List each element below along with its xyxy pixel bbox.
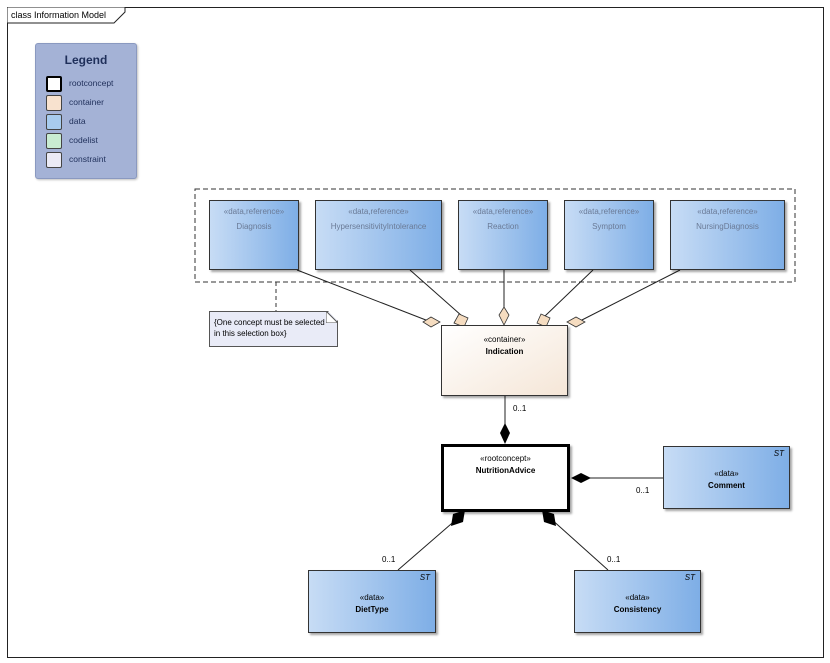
class-name: HypersensitivityIntolerance xyxy=(330,222,427,231)
class-name: Symptom xyxy=(592,222,626,231)
legend-label: constraint xyxy=(69,154,106,164)
class-nutritionadvice[interactable]: «rootconcept» NutritionAdvice xyxy=(441,444,570,512)
class-name: Diagnosis xyxy=(236,222,272,231)
multiplicity-label: 0..1 xyxy=(513,404,527,413)
class-stereotype: «data,reference» xyxy=(472,207,534,216)
class-nursingdiagnosis[interactable]: «data,reference» NursingDiagnosis xyxy=(670,200,785,270)
class-stereotype: «data,reference» xyxy=(697,207,758,216)
class-name: Reaction xyxy=(487,222,519,231)
class-stereotype: «data,reference» xyxy=(348,207,409,216)
legend-swatch xyxy=(46,152,62,168)
diagram-frame-tab xyxy=(7,7,126,24)
class-reaction[interactable]: «data,reference» Reaction xyxy=(458,200,548,270)
diagram-title: class Information Model xyxy=(11,10,107,20)
type-tag: ST xyxy=(773,449,784,458)
link-symptom xyxy=(544,269,594,317)
legend-swatch xyxy=(46,76,62,92)
type-tag: ST xyxy=(419,573,430,582)
legend: Legend rootconcept container data codeli… xyxy=(35,43,137,179)
legend-label: rootconcept xyxy=(69,78,114,88)
legend-label: codelist xyxy=(69,135,98,145)
link-diagnosis xyxy=(296,269,432,323)
aggregation-diamond xyxy=(498,306,510,326)
aggregation-diamond xyxy=(422,316,441,328)
class-stereotype: «data» xyxy=(359,593,385,602)
composition-diamond xyxy=(500,423,510,444)
class-comment[interactable]: ST «data» Comment xyxy=(663,446,790,509)
composition-diamond xyxy=(571,473,591,483)
class-name: NutritionAdvice xyxy=(475,466,536,475)
link-hypersensitivity xyxy=(409,269,463,317)
link-consistency xyxy=(549,517,609,571)
multiplicity-label: 0..1 xyxy=(382,555,396,564)
composition-diamond xyxy=(451,510,465,526)
composition-diamond xyxy=(542,510,556,526)
multiplicity-label: 0..1 xyxy=(636,486,650,495)
legend-label: container xyxy=(69,97,104,107)
class-name: Indication xyxy=(485,347,524,356)
multiplicity-label: 0..1 xyxy=(607,555,621,564)
note-line-1: {One concept must be selected xyxy=(214,318,325,327)
class-stereotype: «rootconcept» xyxy=(480,454,531,463)
diagram-frame xyxy=(7,7,824,658)
aggregation-diamond xyxy=(566,316,586,328)
note-text: {One concept must be selected in this se… xyxy=(214,317,338,339)
class-consistency[interactable]: ST «data» Consistency xyxy=(574,570,701,633)
class-diagnosis[interactable]: «data,reference» Diagnosis xyxy=(209,200,299,270)
class-symptom[interactable]: «data,reference» Symptom xyxy=(564,200,654,270)
type-tag: ST xyxy=(684,573,695,582)
class-indication[interactable]: «container» Indication xyxy=(441,325,568,396)
class-stereotype: «container» xyxy=(483,335,526,344)
class-stereotype: «data» xyxy=(625,593,650,602)
class-stereotype: «data» xyxy=(714,469,739,478)
legend-swatch xyxy=(46,114,62,130)
note-fold-icon xyxy=(326,311,338,323)
link-diettype xyxy=(397,517,459,571)
class-stereotype: «data,reference» xyxy=(223,207,285,216)
legend-label: data xyxy=(69,116,86,126)
legend-swatch xyxy=(46,133,62,149)
selection-box xyxy=(194,188,796,283)
class-name: DietType xyxy=(355,605,389,614)
legend-title: Legend xyxy=(64,53,108,67)
class-name: NursingDiagnosis xyxy=(696,222,759,231)
class-name: Consistency xyxy=(613,605,662,614)
link-nursingdiagnosis xyxy=(577,269,681,323)
note-line-2: in this selection box} xyxy=(214,329,287,338)
class-hypersensitivityintolerance[interactable]: «data,reference» HypersensitivityIntoler… xyxy=(315,200,442,270)
legend-swatch xyxy=(46,95,62,111)
constraint-note[interactable]: {One concept must be selected in this se… xyxy=(209,311,338,347)
class-stereotype: «data,reference» xyxy=(578,207,640,216)
class-name: Comment xyxy=(708,481,745,490)
class-diettype[interactable]: ST «data» DietType xyxy=(308,570,436,633)
